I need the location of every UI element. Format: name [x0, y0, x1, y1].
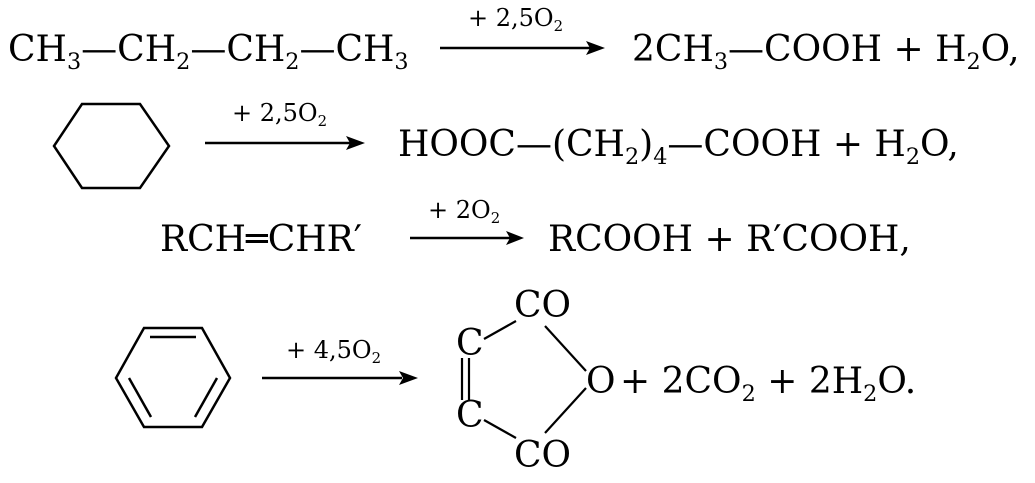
arrow-4 — [262, 371, 418, 385]
oxidant-label-3: + 2O2 — [428, 196, 501, 228]
maleic-anhydride-ring-icon — [460, 320, 587, 439]
anhydride-top-co: CO — [514, 285, 572, 326]
anhydride-ring-o: O — [586, 361, 616, 402]
byproducts: + 2CO2 + 2H2O. — [620, 361, 917, 407]
anhydride-bottom-co: CO — [514, 435, 572, 476]
cyclohexane-ring-icon — [52, 102, 171, 190]
benzene-ring-icon — [114, 326, 232, 429]
oxidant-label-2: + 2,5O2 — [232, 99, 328, 131]
arrow-3 — [410, 231, 524, 245]
arrow-1 — [440, 41, 605, 55]
reactant-alkene: RCH═CHR′ — [160, 219, 362, 260]
product-adipic-acid: HOOC—(CH2)4—COOH + H2O, — [398, 124, 959, 170]
oxidant-label-4: + 4,5O2 — [286, 336, 382, 368]
arrow-2 — [205, 136, 365, 150]
anhydride-top-c: C — [456, 323, 484, 364]
anhydride-bottom-c: C — [456, 395, 484, 436]
oxidant-label-1: + 2,5O2 — [468, 4, 564, 36]
reactant-butane: CH3—CH2—CH2—CH3 — [8, 29, 409, 75]
product-carboxylic-acids: RCOOH + R′COOH, — [548, 219, 911, 260]
product-acetic-acid: 2CH3—COOH + H2O, — [632, 29, 1020, 75]
